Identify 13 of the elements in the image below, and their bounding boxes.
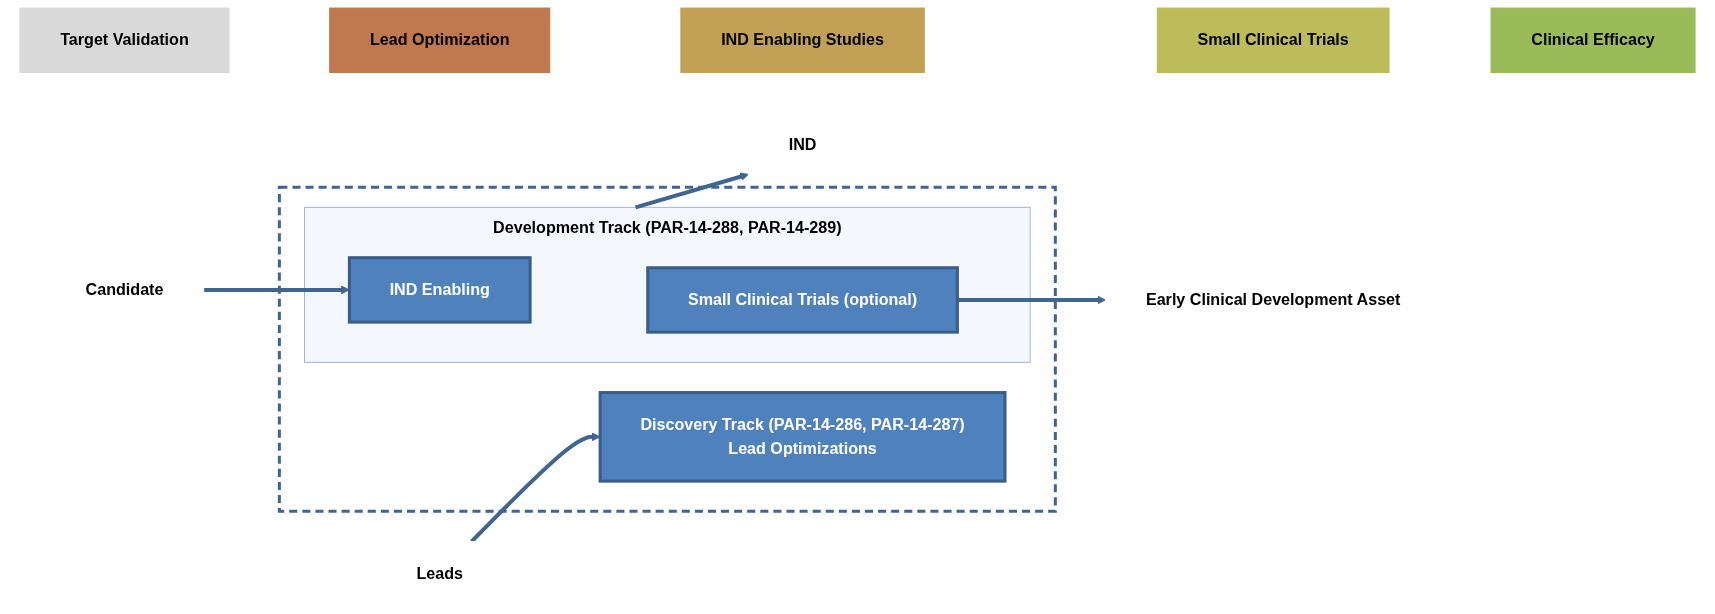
node-box: Target Validation xyxy=(19,7,230,73)
node-box: Small Clinical Trials xyxy=(1156,7,1390,73)
node-box: Lead Optimization xyxy=(329,7,551,73)
node-box: Small Clinical Trials (optional) xyxy=(646,266,959,334)
node-text: IND xyxy=(788,135,817,153)
node-text: Early Clinical Development Asset xyxy=(1145,290,1401,309)
cluster xyxy=(277,185,1057,513)
node-box: IND Enabling Studies xyxy=(680,7,925,73)
node-text: Leads xyxy=(416,564,464,582)
node-box: Clinical Efficacy xyxy=(1490,7,1696,73)
node-text: Candidate xyxy=(85,280,164,298)
node-box: Discovery Track (PAR-14-286, PAR-14-287) Lead Optimizations xyxy=(598,391,1007,483)
node-box: IND Enabling xyxy=(347,256,532,324)
